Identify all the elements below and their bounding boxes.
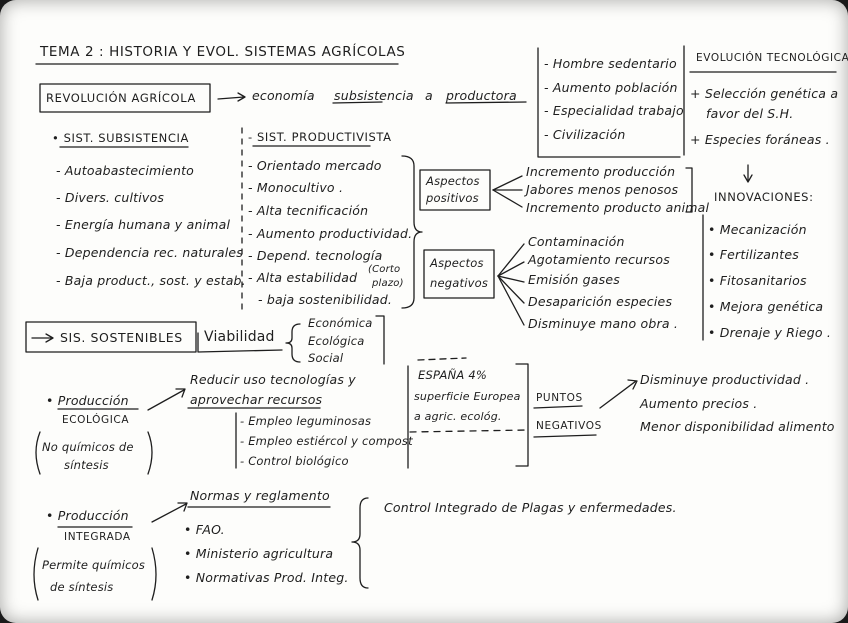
productivista-item: - Alta estabilidad [248, 270, 358, 285]
integrada-note: Permite químicos [42, 558, 146, 572]
reducir-line: aprovechar recursos [190, 392, 323, 407]
productivista-item: - Depend. tecnología [248, 248, 383, 263]
consecuencia-item: - Especialidad trabajo [544, 103, 684, 118]
puntos-negativos-label: NEGATIVOS [536, 420, 602, 432]
ecologica-item: - Empleo leguminosas [240, 414, 372, 428]
evolucion-label: EVOLUCIÓN TECNOLÓGICA [696, 52, 848, 64]
negativo-item: Desaparición especies [528, 294, 673, 309]
negativo-item: Disminuye mano obra . [528, 316, 679, 331]
reducir-line: Reducir uso tecnologías y [190, 372, 356, 387]
espana-line: ESPAÑA 4% [418, 368, 487, 382]
productivista-item: - baja sostenibilidad. [258, 292, 393, 307]
economia-a: a [425, 88, 433, 103]
positivo-item: Incremento producto animal [526, 200, 710, 215]
evolucion-line: favor del S.H. [706, 106, 794, 121]
aspectos-negativos-label: Aspectos [430, 256, 484, 270]
productivista-label: - SIST. PRODUCTIVISTA [248, 130, 392, 144]
economia-prefix: economía [252, 88, 315, 103]
ecologica-item: - Control biológico [240, 454, 349, 468]
plazo-note: plazo) [372, 278, 404, 289]
viabilidad-tipo: Económica [308, 316, 373, 330]
innovacion-item: • Drenaje y Riego . [708, 325, 832, 340]
viabilidad-tipo: Social [308, 351, 344, 365]
negativo-item: Agotamiento recursos [528, 252, 670, 267]
sostenibles-label: SIS. SOSTENIBLES [60, 330, 183, 345]
viabilidad-tipo: Ecológica [308, 334, 365, 348]
evolucion-line: + Selección genética a [690, 86, 839, 101]
negativo-item: Contaminación [528, 234, 625, 249]
viabilidad-label: Viabilidad [204, 329, 275, 345]
punto-negativo-item: Aumento precios . [640, 396, 758, 411]
revolucion-label: REVOLUCIÓN AGRÍCOLA [46, 91, 196, 105]
innovacion-item: • Fitosanitarios [708, 273, 807, 288]
consecuencia-item: - Hombre sedentario [544, 56, 677, 71]
subsistencia-item: - Baja product., sost. y estab. [56, 273, 246, 288]
subsistencia-item: - Dependencia rec. naturales [56, 245, 244, 260]
ecologica-label: ECOLÓGICA [62, 414, 130, 426]
integrada-note: de síntesis [50, 580, 114, 594]
ecologica-item: - Empleo estiércol y compost [240, 434, 413, 448]
positivo-item: Jabores menos penosos [526, 182, 679, 197]
productivista-item: - Monocultivo . [248, 180, 344, 195]
productivista-item: - Alta tecnificación [248, 203, 369, 218]
productivista-item: - Orientado mercado [248, 158, 382, 173]
productivista-item: - Aumento productividad. [248, 226, 413, 241]
innovacion-item: • Mejora genética [708, 299, 824, 314]
economia-productora: productora [446, 88, 517, 103]
norma-item: • Ministerio agricultura [184, 546, 334, 561]
punto-negativo-item: Disminuye productividad . [640, 372, 810, 387]
norma-item: • FAO. [184, 522, 225, 537]
normas-label: Normas y reglamento [190, 488, 330, 503]
subsistencia-item: - Autoabastecimiento [56, 163, 195, 178]
punto-negativo-item: Menor disponibilidad alimento [640, 419, 835, 434]
plazo-note: (Corto [368, 264, 401, 275]
subsistencia-label: • SIST. SUBSISTENCIA [52, 131, 189, 145]
positivo-item: Incremento producción [526, 164, 676, 179]
ecologica-note: síntesis [64, 458, 109, 472]
aspectos-positivos-label: positivos [426, 191, 479, 205]
subsistencia-item: - Divers. cultivos [56, 190, 165, 205]
norma-item: • Normativas Prod. Integ. [184, 570, 349, 585]
ecologica-note: No químicos de [42, 440, 134, 454]
control-integrado: Control Integrado de Plagas y enfermedad… [384, 500, 677, 515]
ecologica-label: • Producción [46, 393, 129, 408]
aspectos-positivos-label: Aspectos [426, 174, 480, 188]
innovaciones-label: INNOVACIONES: [714, 190, 814, 204]
negativo-item: Emisión gases [528, 272, 620, 287]
economia-subsistencia: subsistencia [334, 88, 414, 103]
integrada-label: • Producción [46, 508, 129, 523]
aspectos-negativos-label: negativos [430, 276, 489, 290]
consecuencia-item: - Civilización [544, 127, 626, 142]
integrada-label: INTEGRADA [64, 531, 131, 543]
evolucion-line: + Especies foráneas . [690, 132, 830, 147]
innovacion-item: • Fertilizantes [708, 247, 799, 262]
subsistencia-item: - Energía humana y animal [56, 217, 231, 232]
puntos-negativos-label: PUNTOS [536, 392, 583, 404]
page-title: TEMA 2 : HISTORIA Y EVOL. SISTEMAS AGRÍC… [40, 44, 406, 60]
espana-line: a agric. ecológ. [414, 410, 502, 423]
consecuencia-item: - Aumento población [544, 80, 678, 95]
innovacion-item: • Mecanización [708, 222, 807, 237]
espana-line: superficie Europea [414, 390, 521, 403]
